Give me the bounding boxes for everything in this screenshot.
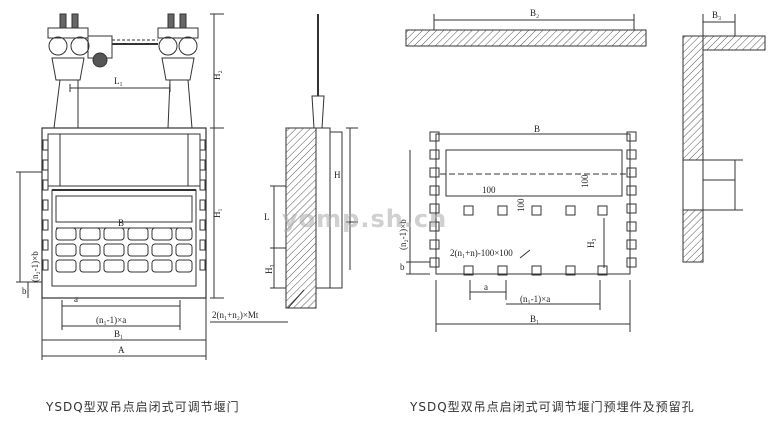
dim-plan-B: B [534,124,540,134]
anchor-plates [429,131,637,276]
side-section [210,14,358,323]
dim-100-c: 100 [580,174,590,188]
dim-B: B [118,218,124,228]
dim-A: A [118,345,125,355]
dim-100-a: 100 [482,185,496,195]
dim-100-b: 100 [516,198,526,212]
dim-H3-plan: H₃ [586,238,596,248]
dim-plan-B1: B₁ [530,314,539,324]
watermark: yomp.sh.cn [282,205,448,233]
wall-section [682,35,704,263]
embedded-plan [405,14,766,332]
dim-holes: 2(n₁+n)-100×100 [450,248,513,258]
dim-L1: L₁ [114,76,123,86]
dim-H: H [334,170,341,180]
caption-left: YSDQ型双吊点启闭式可调节堰门 [46,400,240,414]
caption-right: YSDQ型双吊点启闭式可调节堰门预埋件及预留孔 [410,400,695,414]
dim-a: a [74,294,78,304]
dim-B1: B₁ [114,329,123,339]
dim-n2b: (n₂-1)×b [30,251,40,282]
dim-bolts: 2(n₁+n₂)×Mt [212,310,259,320]
dim-b: b [22,286,27,296]
guide-blocks [42,139,206,271]
dim-n1a: (n₁-1)×a [96,315,126,325]
dim-H1: H₁ [212,208,222,218]
dim-plan-a: a [484,282,488,292]
dim-plan-n2b: (n₂-1)×b [398,219,408,250]
dim-H3: H₃ [264,264,274,274]
gate-grid [55,227,193,273]
dim-B2: B₂ [530,8,539,18]
dim-L: L [264,212,270,222]
front-elevation [16,13,224,360]
dim-B3: B₃ [712,10,721,20]
top-beam [405,29,647,47]
dim-plan-b: b [400,262,405,272]
dim-H2: H₂ [212,70,222,80]
right-hoist [157,13,199,81]
left-hoist [47,13,113,81]
dim-plan-n1a: (n₁-1)×a [520,294,550,304]
